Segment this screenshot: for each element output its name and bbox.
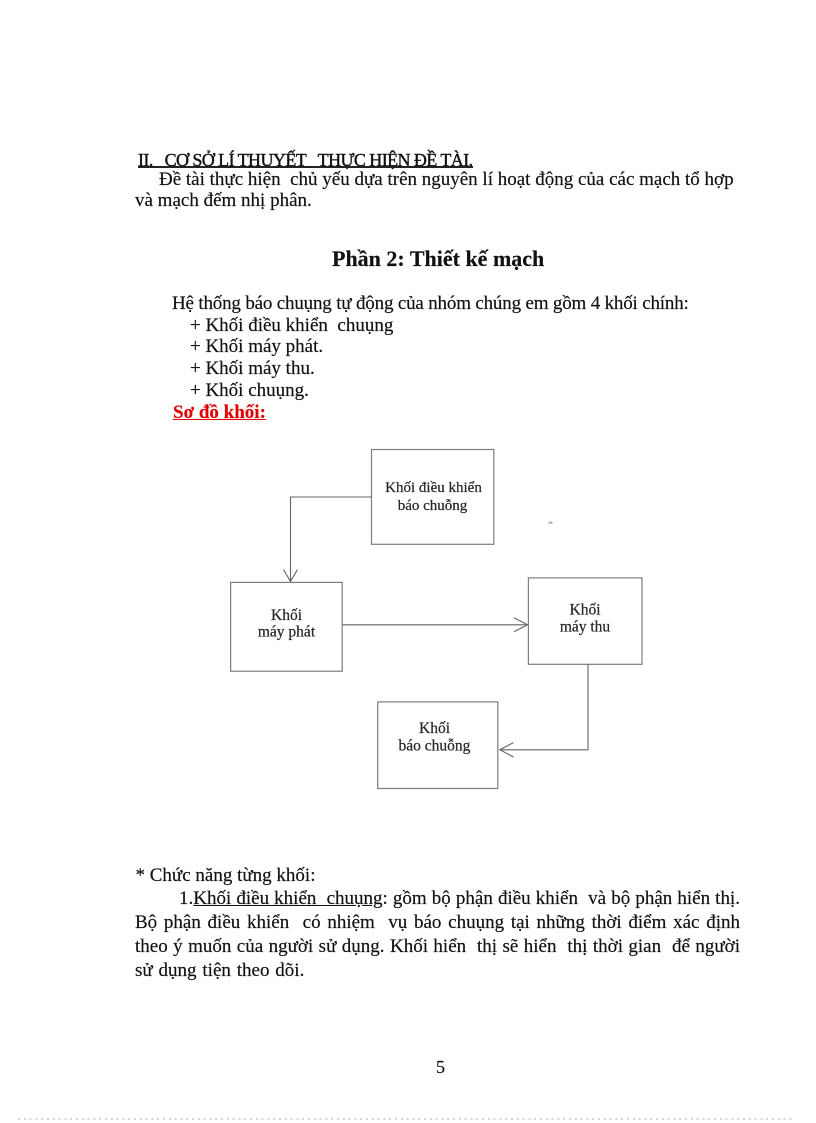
svg-text:Khối: Khối	[271, 607, 303, 624]
svg-text:báo chuỗng: báo chuỗng	[399, 738, 471, 755]
svg-text:máy thu: máy thu	[560, 619, 611, 636]
svg-text:Khối: Khối	[570, 602, 602, 619]
svg-text:báo chuỗng: báo chuỗng	[398, 498, 468, 514]
svg-text:Khối: Khối	[419, 720, 451, 737]
svg-text:Khối điều khiển: Khối điều khiển	[385, 480, 482, 496]
svg-text:máy phát: máy phát	[258, 624, 316, 641]
